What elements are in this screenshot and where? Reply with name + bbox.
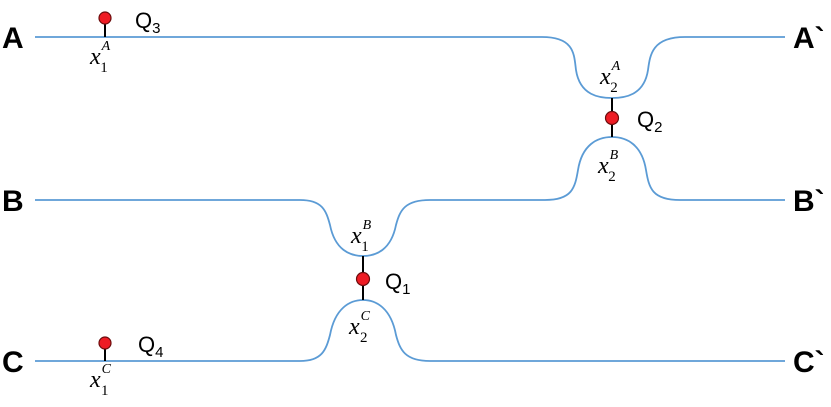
qubit-q4-dot [98,336,112,350]
qubit-q3-label: Q3 [135,8,160,37]
waveguide-b [35,136,785,257]
port-b-label: B [2,185,24,218]
port-b-out-label: B` [793,185,825,218]
qubit-q1-dot [355,271,371,287]
qubit-q2: Q2 [604,98,662,137]
port-a-label: A [2,22,24,55]
qubit-q4: Q4 [98,332,163,361]
port-c-out-label: C` [793,346,825,379]
qubit-q2-dot [604,110,620,126]
qubit-q1-label: Q1 [385,269,410,298]
qubit-q1: Q1 [355,256,410,300]
qubit-q3: Q3 [98,8,160,37]
port-a-out-label: A` [793,22,825,55]
waveguide-a [35,36,785,99]
qubit-q2-label: Q2 [637,107,662,136]
port-c-label: C [2,346,24,379]
qubit-q3-dot [98,11,112,25]
qubit-q4-label: Q4 [138,332,163,361]
